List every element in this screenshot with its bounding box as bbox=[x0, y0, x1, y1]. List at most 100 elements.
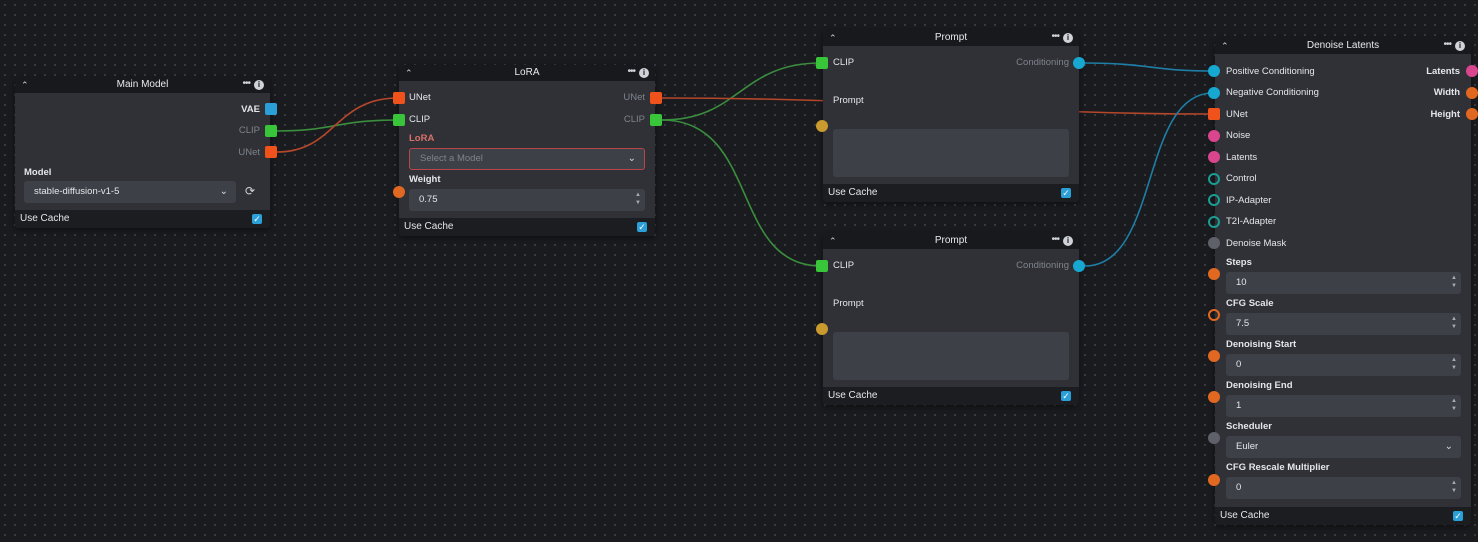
prompt-pos-clip-input-handle[interactable] bbox=[816, 57, 828, 69]
more-icon[interactable]: ••• bbox=[242, 78, 250, 89]
denoise-latents-node[interactable]: ⌃ Denoise Latents ••• i Positive Conditi… bbox=[1215, 38, 1471, 525]
main-model-node[interactable]: ⌃ Main Model ••• i VAE CLIP UNet Model s… bbox=[15, 77, 270, 228]
more-icon[interactable]: ••• bbox=[627, 66, 635, 77]
node-header[interactable]: ⌃ Prompt ••• i bbox=[823, 30, 1079, 46]
node-footer: Use Cache ✓ bbox=[15, 210, 270, 228]
node-footer: Use Cache ✓ bbox=[823, 387, 1079, 405]
use-cache-checkbox[interactable]: ✓ bbox=[1061, 391, 1071, 401]
more-icon[interactable]: ••• bbox=[1443, 39, 1451, 50]
chevron-up-icon[interactable]: ⌃ bbox=[21, 80, 29, 90]
chevron-up-icon[interactable]: ⌃ bbox=[1221, 41, 1229, 51]
denoising-end-value: 1 bbox=[1236, 400, 1242, 411]
prompt-textarea[interactable] bbox=[833, 129, 1069, 177]
lora-select[interactable]: Select a Model ⌄ bbox=[409, 148, 645, 170]
main-model-clip-output-handle[interactable] bbox=[265, 125, 277, 137]
node-title: Main Model bbox=[116, 79, 169, 90]
more-icon[interactable]: ••• bbox=[1051, 234, 1059, 245]
chevron-up-icon[interactable]: ⌃ bbox=[829, 236, 837, 246]
wire-clip-main-to-lora bbox=[276, 119, 399, 132]
input-label-noise: Noise bbox=[1226, 130, 1251, 141]
denoising-end-input[interactable]: 1 ▲▼ bbox=[1226, 395, 1461, 417]
denoise-t2i-adapter-handle[interactable] bbox=[1208, 216, 1220, 228]
main-model-vae-output-handle[interactable] bbox=[265, 103, 277, 115]
denoise-denoising-start-handle[interactable] bbox=[1208, 350, 1220, 362]
denoising-start-input[interactable]: 0 ▲▼ bbox=[1226, 354, 1461, 376]
lora-node[interactable]: ⌃ LoRA ••• i UNet UNet CLIP CLIP LoRA Se… bbox=[399, 65, 655, 236]
input-label-t2i-adapter: T2I-Adapter bbox=[1226, 216, 1277, 227]
scheduler-select[interactable]: Euler ⌄ bbox=[1226, 436, 1461, 458]
stepper-icon[interactable]: ▲▼ bbox=[1451, 357, 1457, 371]
refresh-icon[interactable]: ⟳ bbox=[245, 184, 256, 198]
denoise-negative-conditioning-handle[interactable] bbox=[1208, 87, 1220, 99]
denoise-cfg-rescale-handle[interactable] bbox=[1208, 474, 1220, 486]
denoise-ip-adapter-handle[interactable] bbox=[1208, 194, 1220, 206]
stepper-icon[interactable]: ▲▼ bbox=[1451, 480, 1457, 494]
info-icon[interactable]: i bbox=[1455, 41, 1465, 51]
cfg-scale-value: 7.5 bbox=[1236, 318, 1250, 329]
prompt-neg-clip-input-handle[interactable] bbox=[816, 260, 828, 272]
input-label-ip-adapter: IP-Adapter bbox=[1226, 195, 1272, 206]
lora-unet-output-handle[interactable] bbox=[650, 92, 662, 104]
node-header[interactable]: ⌃ Denoise Latents ••• i bbox=[1215, 38, 1471, 54]
lora-clip-output-handle[interactable] bbox=[650, 114, 662, 126]
denoise-width-output-handle[interactable] bbox=[1466, 87, 1478, 99]
chevron-up-icon[interactable]: ⌃ bbox=[829, 33, 837, 43]
stepper-icon[interactable]: ▲▼ bbox=[1451, 398, 1457, 412]
main-model-unet-output-handle[interactable] bbox=[265, 146, 277, 158]
stepper-icon[interactable]: ▲▼ bbox=[1451, 275, 1457, 289]
denoise-unet-handle[interactable] bbox=[1208, 108, 1220, 120]
prompt-negative-node[interactable]: ⌃ Prompt ••• i CLIP Conditioning Prompt … bbox=[823, 233, 1079, 405]
denoise-latents-output-handle[interactable] bbox=[1466, 65, 1478, 77]
stepper-icon[interactable]: ▲▼ bbox=[635, 192, 641, 206]
lora-weight-input-handle[interactable] bbox=[393, 186, 405, 198]
use-cache-checkbox[interactable]: ✓ bbox=[637, 222, 647, 232]
denoise-scheduler-handle[interactable] bbox=[1208, 432, 1220, 444]
more-icon[interactable]: ••• bbox=[1051, 31, 1059, 42]
denoise-noise-handle[interactable] bbox=[1208, 130, 1220, 142]
lora-unet-input-handle[interactable] bbox=[393, 92, 405, 104]
steps-label: Steps bbox=[1226, 257, 1252, 268]
use-cache-label: Use Cache bbox=[404, 221, 454, 232]
cfg-rescale-input[interactable]: 0 ▲▼ bbox=[1226, 477, 1461, 499]
chevron-up-icon[interactable]: ⌃ bbox=[405, 68, 413, 78]
output-label-height: Height bbox=[1430, 109, 1460, 120]
prompt-neg-conditioning-output-handle[interactable] bbox=[1073, 260, 1085, 272]
prompt-neg-prompt-input-handle[interactable] bbox=[816, 323, 828, 335]
info-icon[interactable]: i bbox=[639, 68, 649, 78]
info-icon[interactable]: i bbox=[1063, 33, 1073, 43]
cfg-scale-input[interactable]: 7.5 ▲▼ bbox=[1226, 313, 1461, 335]
steps-input[interactable]: 10 ▲▼ bbox=[1226, 272, 1461, 294]
prompt-pos-prompt-input-handle[interactable] bbox=[816, 120, 828, 132]
denoise-control-handle[interactable] bbox=[1208, 173, 1220, 185]
model-select-value: stable-diffusion-v1-5 bbox=[34, 186, 120, 197]
denoise-latents-handle[interactable] bbox=[1208, 151, 1220, 163]
use-cache-checkbox[interactable]: ✓ bbox=[252, 214, 262, 224]
input-label-latents: Latents bbox=[1226, 152, 1258, 163]
use-cache-checkbox[interactable]: ✓ bbox=[1453, 511, 1463, 521]
input-label-unet: UNet bbox=[1226, 109, 1248, 120]
prompt-positive-node[interactable]: ⌃ Prompt ••• i CLIP Conditioning Prompt … bbox=[823, 30, 1079, 202]
wire-clip-lora-to-prompt-pos bbox=[661, 62, 822, 121]
denoise-steps-handle[interactable] bbox=[1208, 268, 1220, 280]
node-header[interactable]: ⌃ LoRA ••• i bbox=[399, 65, 655, 81]
model-select[interactable]: stable-diffusion-v1-5 ⌄ bbox=[24, 181, 236, 203]
denoise-cfg-scale-handle[interactable] bbox=[1208, 309, 1220, 321]
prompt-textarea[interactable] bbox=[833, 332, 1069, 380]
lora-select-placeholder: Select a Model bbox=[420, 153, 483, 164]
prompt-pos-conditioning-output-handle[interactable] bbox=[1073, 57, 1085, 69]
denoise-positive-conditioning-handle[interactable] bbox=[1208, 65, 1220, 77]
lora-clip-input-handle[interactable] bbox=[393, 114, 405, 126]
info-icon[interactable]: i bbox=[254, 80, 264, 90]
stepper-icon[interactable]: ▲▼ bbox=[1451, 316, 1457, 330]
node-footer: Use Cache ✓ bbox=[823, 184, 1079, 202]
output-label-unet: UNet bbox=[623, 92, 645, 103]
node-header[interactable]: ⌃ Prompt ••• i bbox=[823, 233, 1079, 249]
denoise-height-output-handle[interactable] bbox=[1466, 108, 1478, 120]
node-header[interactable]: ⌃ Main Model ••• i bbox=[15, 77, 270, 93]
denoise-mask-handle[interactable] bbox=[1208, 237, 1220, 249]
input-label-clip: CLIP bbox=[833, 260, 855, 271]
denoise-denoising-end-handle[interactable] bbox=[1208, 391, 1220, 403]
info-icon[interactable]: i bbox=[1063, 236, 1073, 246]
use-cache-checkbox[interactable]: ✓ bbox=[1061, 188, 1071, 198]
weight-input[interactable]: 0.75 ▲▼ bbox=[409, 189, 645, 211]
